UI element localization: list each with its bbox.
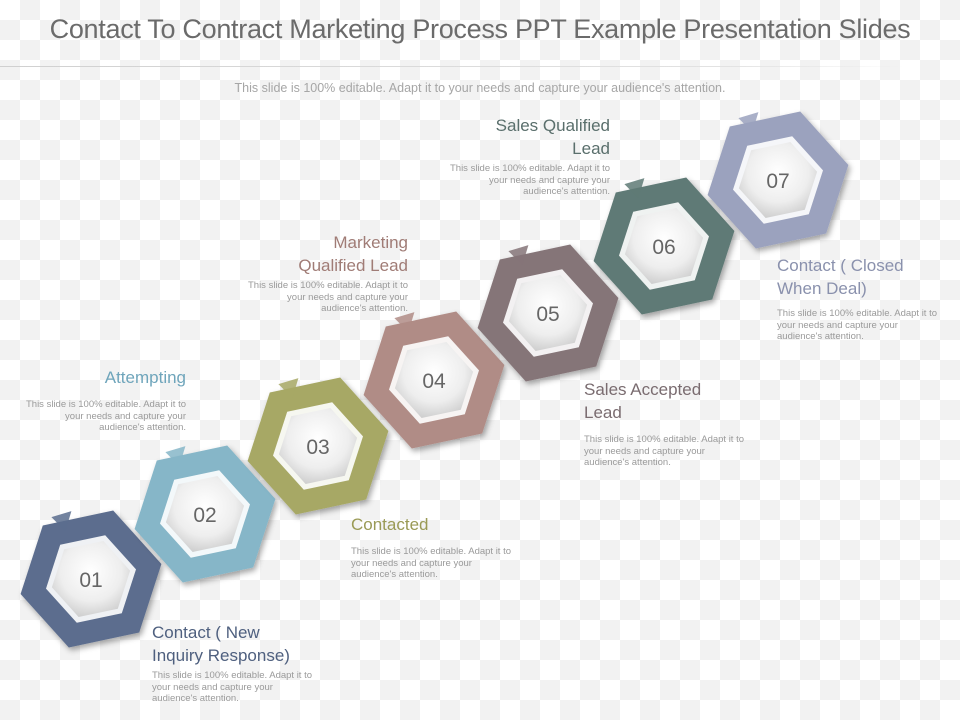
step-title-04: Marketing Qualified Lead <box>298 233 408 275</box>
hexagon-notch-07 <box>738 112 759 133</box>
step-label-04: Marketing Qualified Lead This slide is 1… <box>242 231 408 315</box>
hexagon-inner-02 <box>165 476 245 552</box>
step-text-04: This slide is 100% editable. Adapt it to… <box>247 280 408 314</box>
step-label-01: Contact ( New Inquiry Response) This sli… <box>152 621 342 705</box>
hexagon-notch-05 <box>508 245 529 266</box>
step-title-07: Contact ( Closed When Deal) <box>777 256 904 298</box>
hexagon-chain: 01 02 03 04 05 06 07 <box>20 111 849 648</box>
step-title-06: Sales Qualified Lead <box>495 116 610 158</box>
hexagon-inner-03 <box>278 408 358 484</box>
step-number-03: 03 <box>306 436 329 459</box>
slide-title: Contact To Contract Marketing Process PP… <box>49 14 911 44</box>
step-title-01: Contact ( New Inquiry Response) <box>152 623 290 665</box>
step-number-06: 06 <box>652 236 675 259</box>
step-title-05: Sales Accepted Lead <box>584 380 702 422</box>
step-number-07: 07 <box>766 170 789 193</box>
step-title-02: Attempting <box>104 368 186 387</box>
hexagon-inner-07 <box>738 142 818 218</box>
step-number-05: 05 <box>536 303 559 326</box>
step-label-07: Contact ( Closed When Deal) This slide i… <box>777 254 943 343</box>
step-number-02: 02 <box>193 504 216 527</box>
hexagon-notch-02 <box>165 446 186 467</box>
step-number-01: 01 <box>79 569 102 592</box>
step-text-07: This slide is 100% editable. Adapt it to… <box>777 308 938 342</box>
title-divider <box>0 66 905 67</box>
hexagon-notch-03 <box>278 378 299 399</box>
step-text-03: This slide is 100% editable. Adapt it to… <box>351 546 512 580</box>
hexagon-notch-01 <box>51 511 72 532</box>
hexagon-inner-01 <box>51 541 131 617</box>
step-label-06: Sales Qualified Lead This slide is 100% … <box>444 114 610 198</box>
step-text-06: This slide is 100% editable. Adapt it to… <box>449 163 610 197</box>
step-number-04: 04 <box>422 370 446 393</box>
hexagon-inner-04 <box>394 342 474 418</box>
hexagon-notch-04 <box>394 312 415 333</box>
step-text-01: This slide is 100% editable. Adapt it to… <box>152 670 313 704</box>
hexagon-notch-06 <box>624 178 645 199</box>
step-label-05: Sales Accepted Lead This slide is 100% e… <box>584 378 750 469</box>
step-label-03: Contacted This slide is 100% editable. A… <box>351 513 517 581</box>
step-text-05: This slide is 100% editable. Adapt it to… <box>584 434 745 468</box>
hexagon-inner-06 <box>624 208 704 284</box>
step-text-02: This slide is 100% editable. Adapt it to… <box>25 399 186 433</box>
step-title-03: Contacted <box>351 515 429 534</box>
step-label-02: Attempting This slide is 100% editable. … <box>20 366 186 434</box>
hexagon-inner-05 <box>508 275 588 351</box>
slide-subtitle: This slide is 100% editable. Adapt it to… <box>234 81 726 95</box>
